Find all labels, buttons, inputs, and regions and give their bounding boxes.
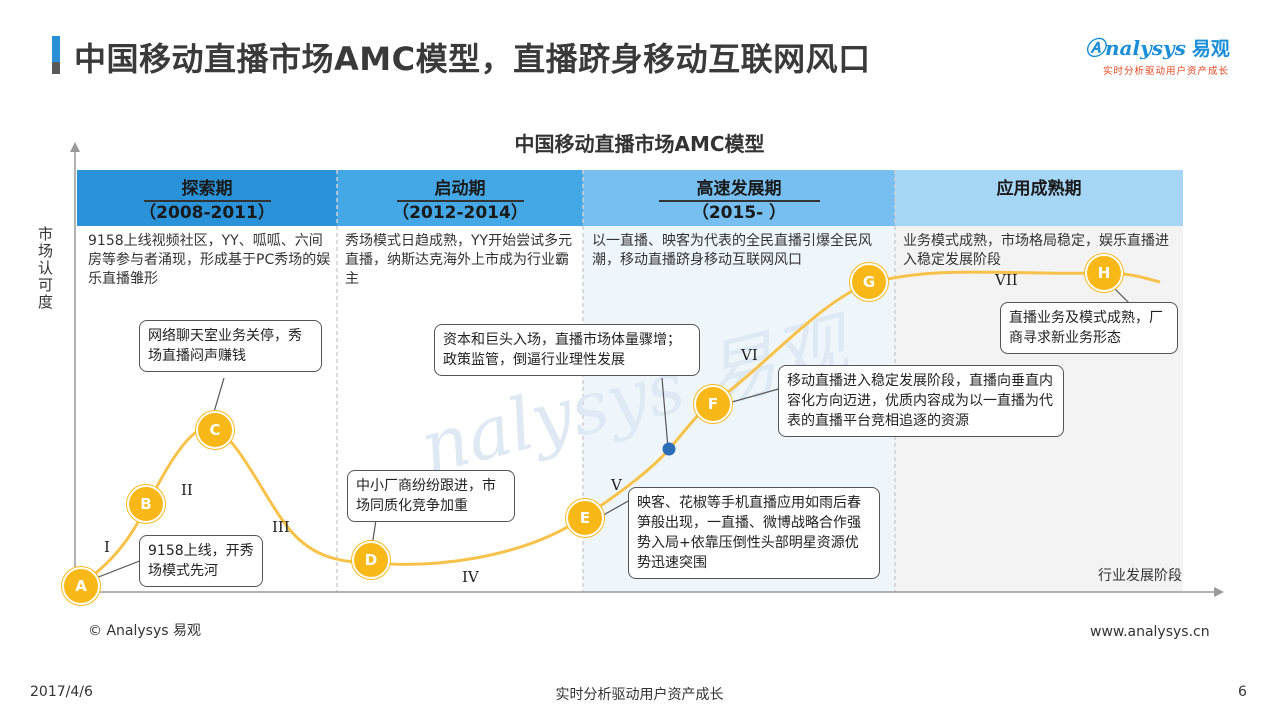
node-f: F xyxy=(694,385,732,423)
chart-title: 中国移动直播市场AMC模型 xyxy=(514,132,765,156)
phase-header-maturity: 应用成熟期 xyxy=(895,170,1183,226)
phase-years: （2015- ） xyxy=(691,203,787,223)
phase-name: 应用成熟期 xyxy=(996,179,1082,199)
phase-header-bg-1 xyxy=(77,170,337,226)
callout-h: 直播业务及模式成熟，厂商寻求新业务形态 xyxy=(1000,302,1178,354)
stage-label-7: VII xyxy=(995,271,1018,289)
stage-label-6: VI xyxy=(741,346,758,364)
footer-slogan: 实时分析驱动用户资产成长 xyxy=(555,687,724,703)
phase-header-bg-3 xyxy=(583,170,895,226)
stage-label-2: II xyxy=(181,481,193,499)
callout-c: 网络聊天室业务关停，秀场直播闷声赚钱 xyxy=(139,320,322,372)
phase-name: 探索期 xyxy=(143,178,271,202)
page-title: 中国移动直播市场AMC模型，直播跻身移动互联网风口 xyxy=(74,40,871,78)
phase-header-bg-2 xyxy=(337,170,583,226)
callout-a: 9158上线，开秀场模式先河 xyxy=(139,535,263,587)
phase-years: （2008-2011） xyxy=(139,203,275,223)
callout-e: 映客、花椒等手机直播应用如雨后春笋般出现，一直播、微博战略合作强势入局+依靠压倒… xyxy=(628,487,880,579)
phase-header-startup: 启动期 （2012-2014） xyxy=(337,170,583,226)
phase-name: 高速发展期 xyxy=(658,178,820,202)
node-g: G xyxy=(850,263,888,301)
phase-description-rapid-growth: 以一直播、映客为代表的全民直播引爆全民风潮，移动直播跻身移动互联网风口 xyxy=(592,233,872,268)
callout-f: 移动直播进入稳定发展阶段，直播向垂直内容化方向迈进，优质内容成为以一直播为代表的… xyxy=(778,365,1064,437)
phase-bg-1 xyxy=(77,170,337,592)
logo-slogan: 实时分析驱动用户资产成长 xyxy=(1103,66,1230,77)
phase-description-startup: 秀场模式日趋成熟，YY开始尝试多元直播，纳斯达克海外上市成为行业霸主 xyxy=(345,233,573,287)
node-a: A xyxy=(62,567,100,605)
pointer-capital xyxy=(661,377,669,449)
stage-label-4: IV xyxy=(462,568,479,586)
stage-label-1: I xyxy=(104,538,110,556)
stage-label-3: III xyxy=(272,518,290,536)
node-b: B xyxy=(127,485,165,523)
stage-label-5: V xyxy=(611,476,622,494)
x-axis-arrow xyxy=(1214,587,1224,597)
logo-brand-mark: Ⓐ xyxy=(1085,36,1105,60)
phase-name: 启动期 xyxy=(396,178,524,202)
title-accent-bar xyxy=(52,36,60,74)
page-number: 6 xyxy=(1238,684,1247,700)
callout-capital: 资本和巨头入场，直播市场体量骤增；政策监管，倒逼行业理性发展 xyxy=(434,324,700,376)
callout-d: 中小厂商纷纷跟进，市场同质化竞争加重 xyxy=(347,470,515,522)
node-c: C xyxy=(196,411,234,449)
node-d: D xyxy=(352,541,390,579)
phase-description-exploration: 9158上线视频社区，YY、呱呱、六间房等参与者涌现，形成基于PC秀场的娱乐直播… xyxy=(88,233,331,287)
phase-description-maturity: 业务模式成熟，市场格局稳定，娱乐直播进入稳定发展阶段 xyxy=(903,233,1169,268)
node-e: E xyxy=(566,499,604,537)
x-axis-label: 行业发展阶段 xyxy=(1098,568,1182,584)
copyright: © Analysys 易观 xyxy=(88,623,201,639)
phase-header-exploration: 探索期 （2008-2011） xyxy=(77,170,337,226)
report-date: 2017/4/6 xyxy=(30,684,93,700)
pointer-c xyxy=(213,377,225,413)
logo-brand-text: nalysys xyxy=(1105,36,1186,60)
y-axis-label: 市场认可度 xyxy=(38,225,54,311)
pointer-h xyxy=(1113,287,1131,305)
phase-header-rapid-growth: 高速发展期 （2015- ） xyxy=(583,170,895,226)
title-accent-bar-dark xyxy=(52,62,60,74)
phase-header-bg-4 xyxy=(895,170,1183,226)
capital-entry-marker xyxy=(662,442,676,456)
logo-brand-cn: 易观 xyxy=(1191,38,1230,60)
pointer-a xyxy=(95,559,143,579)
node-h: H xyxy=(1085,254,1123,292)
y-axis-arrow xyxy=(70,142,80,152)
phase-years: （2012-2014） xyxy=(392,203,528,223)
pointer-f xyxy=(731,387,783,403)
website-link[interactable]: www.analysys.cn xyxy=(1090,624,1210,640)
pointer-e xyxy=(599,499,631,518)
